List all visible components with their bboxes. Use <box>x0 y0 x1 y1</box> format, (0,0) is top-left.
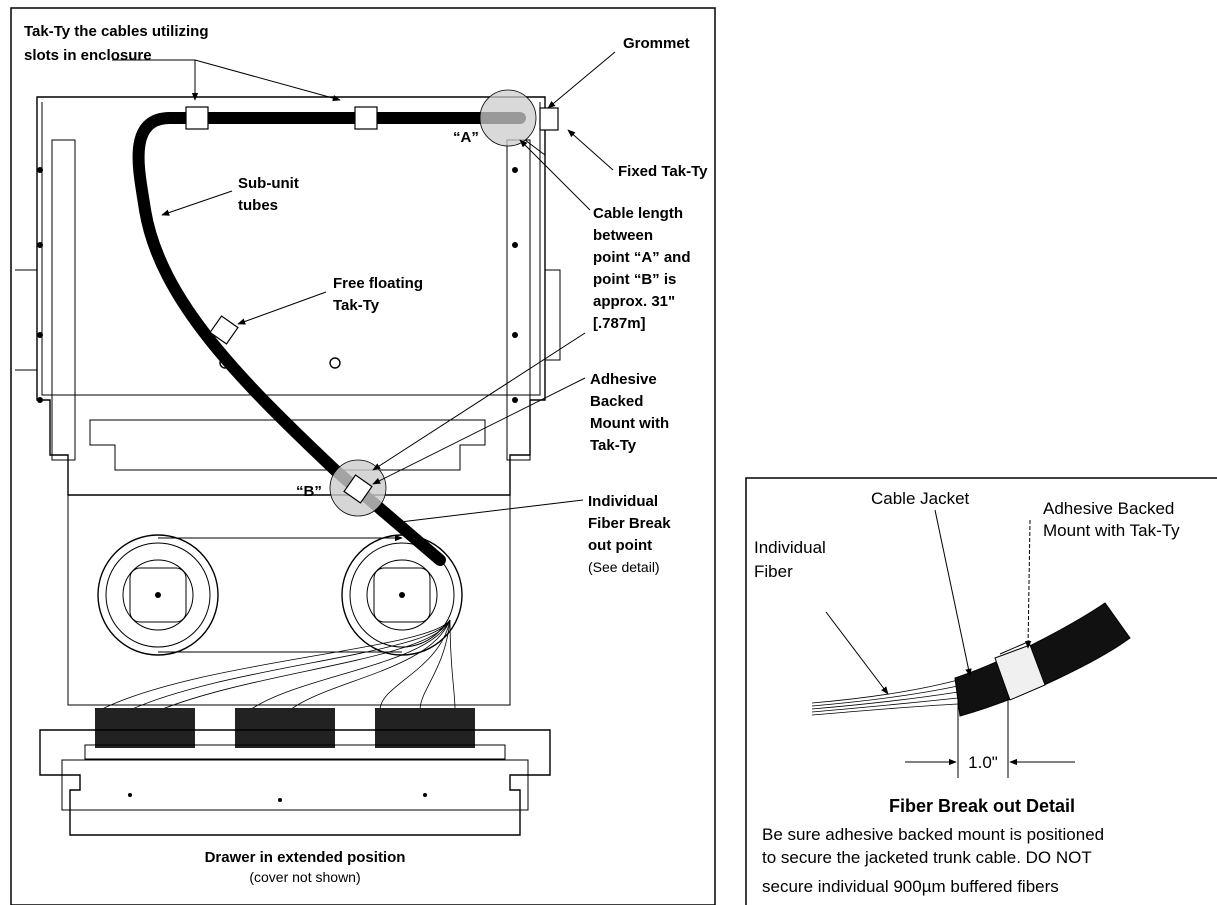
detail-adhesive-label-1: Adhesive Backed <box>1043 499 1174 518</box>
fixed-tak-ty-mark <box>539 107 559 131</box>
drawer-frame <box>39 729 551 836</box>
cable-jacket-label: Cable Jacket <box>871 489 970 508</box>
cable-length-label-4: point “B” is <box>593 271 676 288</box>
breakout-label-1: Individual <box>588 493 658 510</box>
cover-caption: (cover not shown) <box>249 869 360 885</box>
tak-ty-slot-2 <box>354 106 378 130</box>
detail-note-line-1: Be sure adhesive backed mount is positio… <box>762 825 1104 844</box>
detail-adhesive-mount <box>994 644 1046 701</box>
detail-title: Fiber Break out Detail <box>889 796 1075 816</box>
dimension-label: 1.0" <box>968 753 998 772</box>
adhesive-label-2: Backed <box>590 393 643 410</box>
detail-note-line-3: secure individual 900µm buffered fibers <box>762 877 1059 896</box>
adhesive-label-4: Tak-Ty <box>590 437 637 454</box>
cable-length-label-5: approx. 31" <box>593 293 675 310</box>
left-spool <box>97 534 219 656</box>
cable-length-label-1: Cable length <box>593 205 683 222</box>
point-a-label: “A” <box>453 129 479 146</box>
detail-individual-fibers <box>811 679 959 716</box>
leader-lines <box>112 51 616 526</box>
adapter-panel <box>84 708 506 760</box>
breakout-label-3: out point <box>588 537 652 554</box>
drawer-caption: Drawer in extended position <box>205 849 406 866</box>
detail-figure: Cable Jacket Adhesive Backed Mount with … <box>745 477 1217 905</box>
free-floating-label-1: Free floating <box>333 275 423 292</box>
enclosure-outline <box>15 96 561 706</box>
adhesive-label-1: Adhesive <box>590 371 657 388</box>
free-floating-label-2: Tak-Ty <box>333 297 380 314</box>
point-b-label: “B” <box>296 483 322 500</box>
cable-length-label-6: [.787m] <box>593 315 646 332</box>
point-a-grommet <box>479 89 537 147</box>
sub-unit-tubes-cable <box>132 112 526 566</box>
free-floating-tak-ty <box>209 315 239 345</box>
sub-unit-label-2: tubes <box>238 197 278 214</box>
see-detail-label: (See detail) <box>588 559 660 575</box>
sub-unit-label-1: Sub-unit <box>238 175 299 192</box>
detail-note-line-2: to secure the jacketed trunk cable. DO N… <box>762 848 1092 867</box>
adhesive-mount-tak-ty <box>343 474 373 504</box>
detail-adhesive-label-2: Mount with Tak-Ty <box>1043 521 1180 540</box>
main-figure-frame <box>10 7 716 905</box>
individual-fiber-label-1: Individual <box>754 538 826 557</box>
cable-length-label-2: between <box>593 227 653 244</box>
main-figure: Tak-Ty the cables utilizing slots in enc… <box>10 7 716 905</box>
detail-frame <box>745 477 1217 905</box>
breakout-label-2: Fiber Break <box>588 515 671 532</box>
detail-leader-lines <box>825 509 1075 778</box>
grommet-label: Grommet <box>623 35 690 52</box>
fixed-tak-ty-label: Fixed Tak-Ty <box>618 163 708 180</box>
adhesive-label-3: Mount with <box>590 415 669 432</box>
detail-cable-jacket <box>954 602 1131 717</box>
tak-ty-slot-1 <box>185 106 209 130</box>
cable-length-label-3: point “A” and <box>593 249 691 266</box>
fiber-fanout <box>99 619 456 711</box>
tak-ty-slots-label-1: Tak-Ty the cables utilizing <box>24 23 208 40</box>
tak-ty-slots-label-2: slots in enclosure <box>24 47 152 64</box>
individual-fiber-label-2: Fiber <box>754 562 793 581</box>
